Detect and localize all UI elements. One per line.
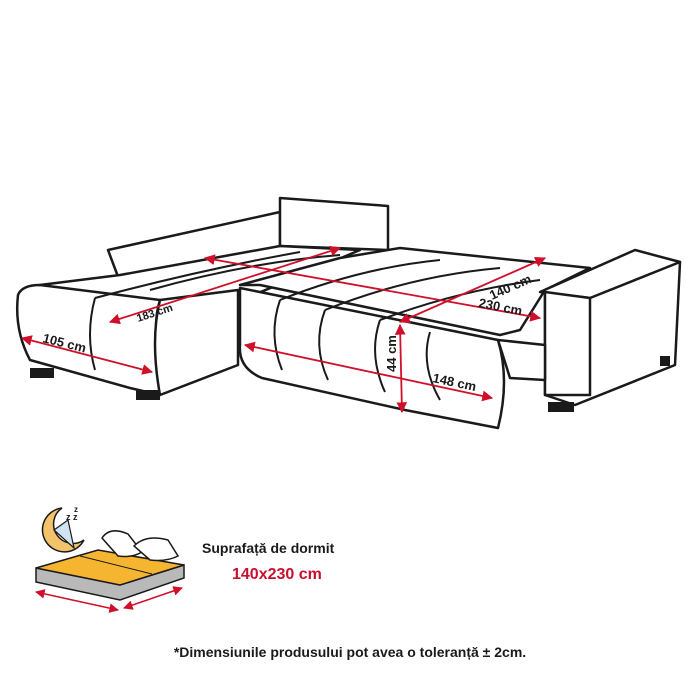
dim-line-105: [20, 335, 154, 375]
bed-mattress-top: [35, 549, 185, 586]
svg-text:z: z: [74, 505, 78, 514]
label-44: 44 cm: [384, 335, 399, 372]
dimension-lines: [20, 245, 546, 414]
sofa-outline: [15, 196, 682, 430]
nightcap-icon: [53, 518, 75, 550]
sleep-icon: z z z: [35, 505, 185, 613]
sleeping-area-size: 140x230 cm: [232, 566, 322, 583]
sleeping-area-title: Suprafață de dormit: [202, 540, 335, 556]
bed-dim-arrow: [35, 589, 119, 613]
dim-line-148: [243, 341, 494, 402]
right-arm-front: [543, 290, 592, 397]
base-plinth: [496, 338, 547, 382]
moon-icon: [41, 507, 85, 553]
pillow-right: [132, 537, 180, 562]
dim-line-230: [203, 254, 542, 322]
tolerance-note: *Dimensiunile produsului pot avea o tole…: [173, 644, 527, 660]
middle-backrest: [278, 196, 390, 252]
zzz-icon: z z: [66, 512, 78, 522]
